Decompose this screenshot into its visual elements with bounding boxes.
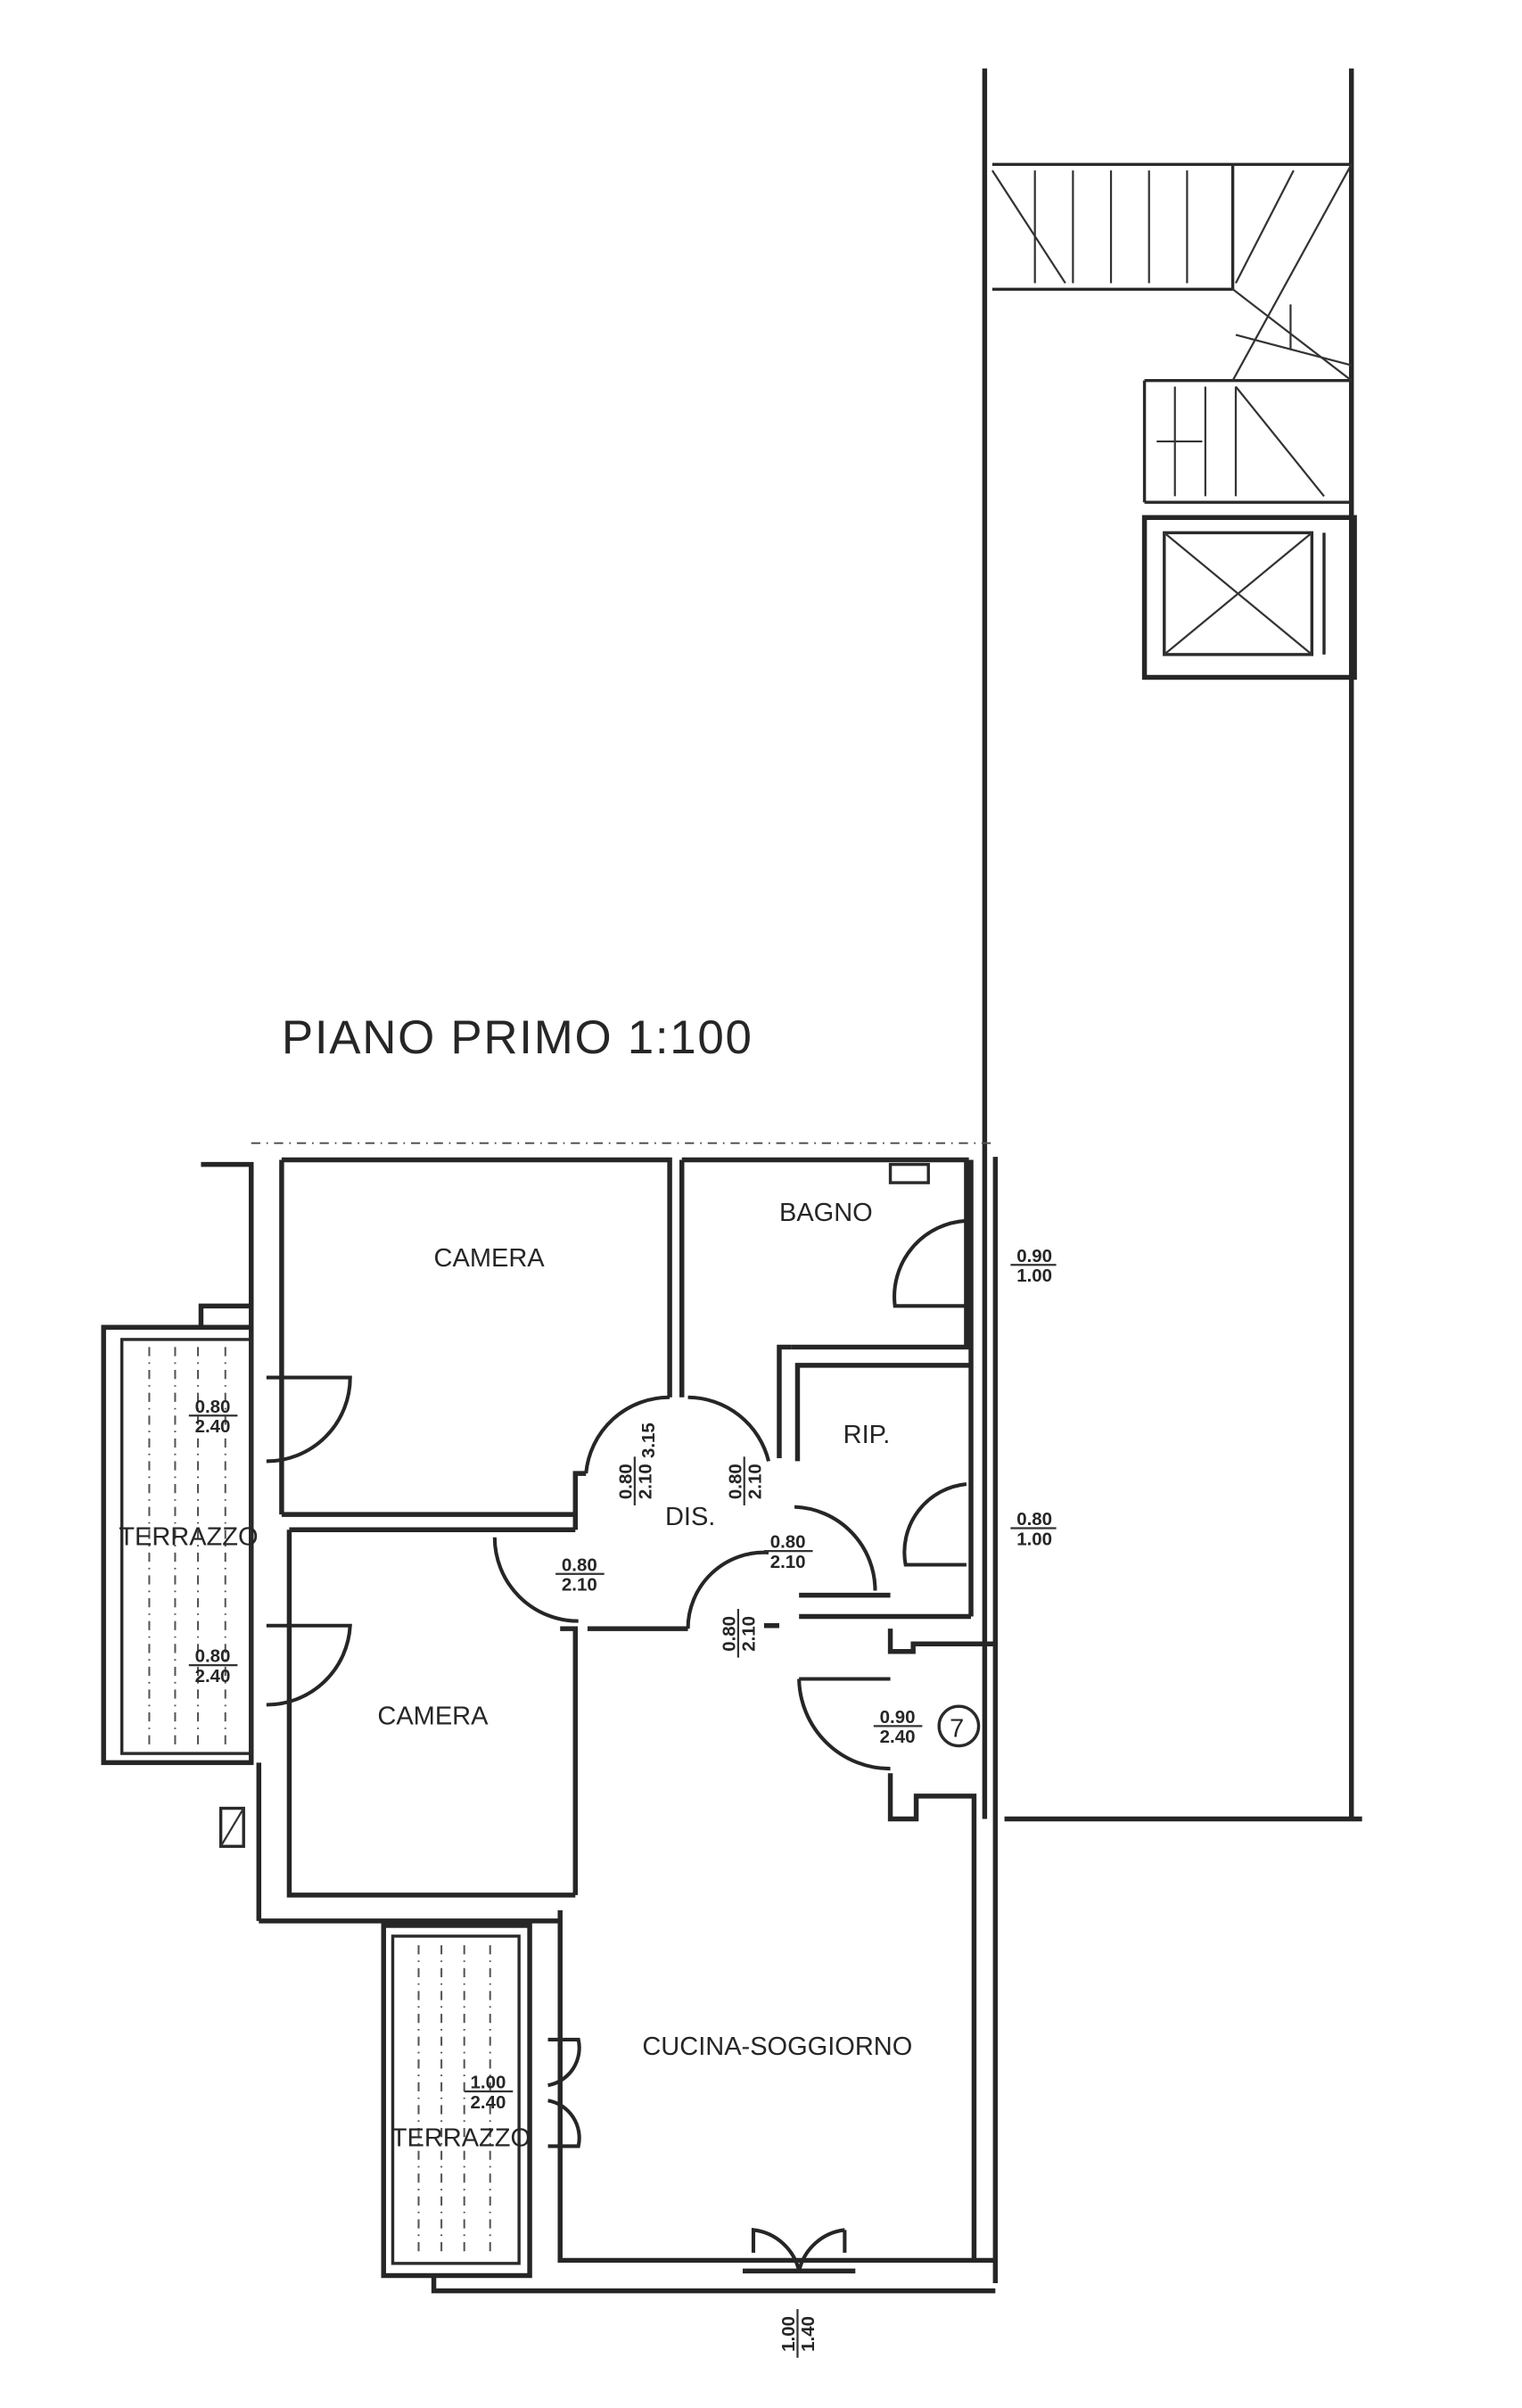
dim-rip-window: 0.801.00: [1010, 1509, 1057, 1549]
svg-text:2.40: 2.40: [471, 2092, 506, 2113]
svg-text:1.00: 1.00: [778, 2316, 799, 2352]
svg-text:0.80: 0.80: [725, 1464, 745, 1499]
dim-dis-rip: 0.802.10: [763, 1532, 813, 1572]
svg-text:0.90: 0.90: [1016, 1246, 1052, 1266]
ceiling-height: 3.15: [638, 1423, 659, 1458]
room-label-camera-bottom: CAMERA: [377, 1703, 489, 1731]
dim-dis-camera-bottom: 0.802.10: [555, 1554, 605, 1596]
room-label-terrazzo-bottom: TERRAZZO: [391, 2123, 531, 2152]
doors: [266, 1218, 967, 2274]
room-label-terrazzo-left: TERRAZZO: [119, 1522, 258, 1551]
room-label-rip: RIP.: [843, 1421, 891, 1449]
svg-text:0.80: 0.80: [770, 1532, 806, 1553]
opening-dimensions: 0.901.00 0.801.00 0.902.40 0.802.40 0.80…: [188, 1246, 1057, 2358]
room-label-cucina-soggiorno: CUCINA-SOGGIORNO: [642, 2033, 912, 2061]
svg-text:2.10: 2.10: [636, 1464, 656, 1499]
unit-number-badge: 7: [937, 1704, 981, 1748]
svg-text:1.00: 1.00: [471, 2073, 506, 2093]
elevator: [1141, 515, 1357, 680]
dim-terrazzo-lower: 0.802.40: [188, 1646, 238, 1686]
svg-text:2.10: 2.10: [562, 1575, 597, 1596]
svg-text:1.40: 1.40: [798, 2316, 819, 2352]
svg-text:0.90: 0.90: [880, 1707, 916, 1728]
svg-text:1.00: 1.00: [1016, 1529, 1052, 1549]
svg-text:2.40: 2.40: [195, 1666, 231, 1686]
svg-text:0.80: 0.80: [615, 1464, 636, 1499]
svg-text:2.10: 2.10: [739, 1616, 760, 1652]
svg-text:2.10: 2.10: [745, 1464, 766, 1499]
svg-text:2.10: 2.10: [770, 1552, 806, 1572]
dim-bagno-window: 0.901.00: [1010, 1246, 1057, 1286]
svg-text:7: 7: [950, 1714, 964, 1743]
svg-text:0.80: 0.80: [195, 1397, 231, 1417]
svg-text:2.40: 2.40: [195, 1416, 231, 1437]
room-label-dis: DIS.: [665, 1503, 715, 1531]
svg-text:0.80: 0.80: [562, 1554, 597, 1575]
svg-text:0.80: 0.80: [1016, 1509, 1052, 1530]
dim-entry-door: 0.902.40: [873, 1707, 923, 1747]
svg-text:0.80: 0.80: [719, 1616, 739, 1652]
dim-cucina-terrazzo: 1.002.40: [464, 2073, 514, 2113]
dim-terrazzo-upper: 0.802.40: [188, 1397, 238, 1437]
svg-text:1.00: 1.00: [1016, 1266, 1052, 1286]
room-label-bagno: BAGNO: [779, 1199, 873, 1227]
svg-text:3.15: 3.15: [638, 1423, 659, 1458]
svg-text:2.40: 2.40: [880, 1727, 916, 1747]
stairwell: [982, 68, 1362, 1822]
apartment-walls: [101, 1142, 999, 2294]
room-label-camera-top: CAMERA: [434, 1244, 546, 1273]
plan-title: PIANO PRIMO 1:100: [282, 1011, 753, 1064]
svg-text:0.80: 0.80: [195, 1646, 231, 1667]
